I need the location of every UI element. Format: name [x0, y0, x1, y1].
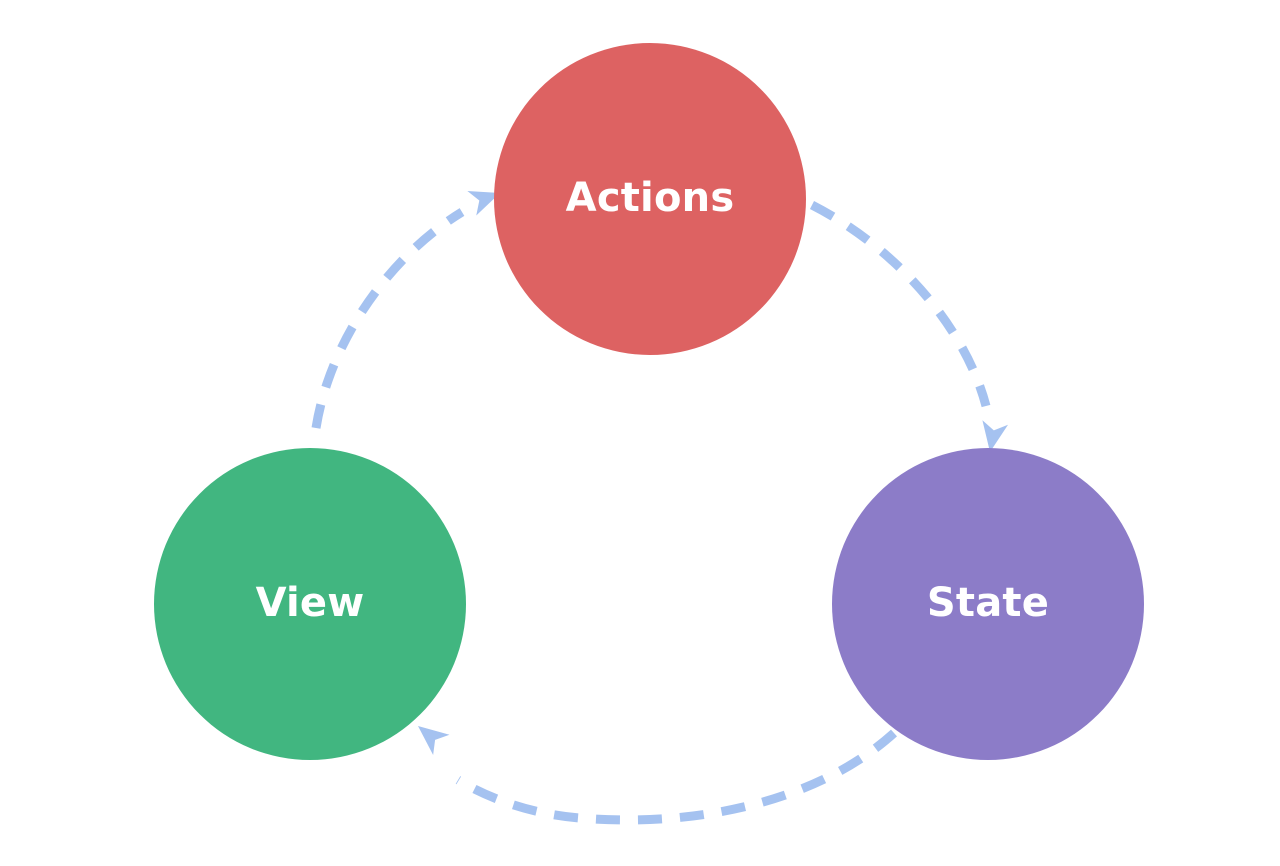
edge-state-to-view	[418, 726, 898, 825]
edge-state-to-view-path	[455, 729, 898, 825]
edge-group	[311, 191, 1009, 825]
node-view-label: View	[256, 580, 365, 626]
node-state-circle[interactable]	[832, 448, 1144, 760]
node-actions-label: Actions	[566, 175, 735, 221]
arrow-icon	[982, 420, 1009, 452]
edge-view-to-actions-arrowhead	[467, 191, 500, 216]
node-view[interactable]: View	[154, 448, 466, 760]
arrow-icon	[467, 191, 500, 216]
edge-actions-to-state-path	[809, 200, 991, 408]
node-actions[interactable]: Actions	[494, 43, 806, 355]
edge-actions-to-state	[809, 200, 1009, 452]
arrow-icon	[418, 726, 450, 755]
edge-actions-to-state-arrowhead	[982, 420, 1009, 452]
node-state-label: State	[927, 580, 1049, 626]
node-actions-circle[interactable]	[494, 43, 806, 355]
edge-view-to-actions-path	[311, 208, 465, 429]
node-group: Actions State View	[154, 43, 1144, 760]
node-state[interactable]: State	[832, 448, 1144, 760]
node-view-circle[interactable]	[154, 448, 466, 760]
edge-state-to-view-arrowhead	[418, 726, 450, 755]
edge-view-to-actions	[311, 191, 500, 429]
